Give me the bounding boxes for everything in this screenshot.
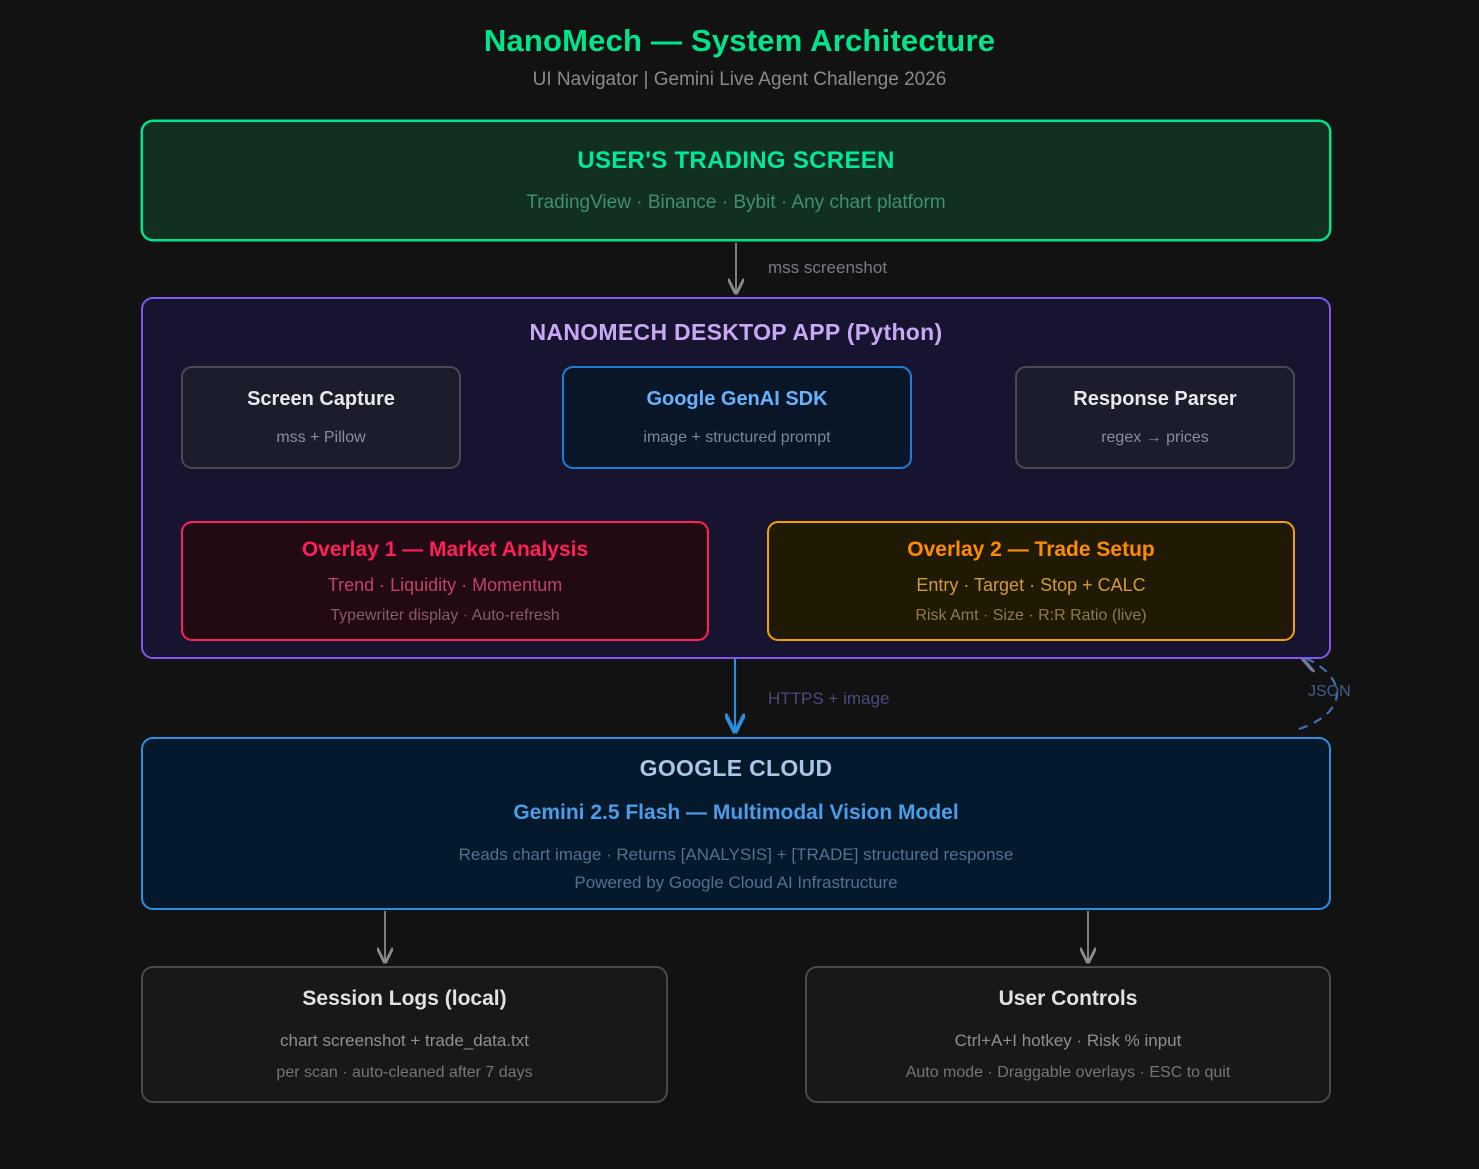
node-users-trading-screen[interactable]: USER'S TRADING SCREEN TradingView · Bina… [141,120,1331,241]
node-title: Screen Capture [247,388,395,410]
node-subtitle: Trend · Liquidity · Momentum [327,574,563,595]
node-subtitle: chart screenshot + trade_data.txt [279,1031,529,1050]
node-title: NANOMECH DESKTOP APP (Python) [529,319,943,345]
node-detail: per scan · auto-cleaned after 7 days [276,1064,533,1081]
node-subtitle: Ctrl+A+I hotkey · Risk % input [954,1031,1182,1050]
node-subtitle: Gemini 2.5 Flash — Multimodal Vision Mod… [513,800,959,824]
node-screen-capture[interactable]: Screen Capture mss + Pillow [181,366,461,469]
node-title: Session Logs (local) [302,987,507,1010]
node-detail: Risk Amt · Size · R:R Ratio (live) [915,606,1147,624]
edge-label-json: JSON [1308,683,1351,700]
node-detail: Auto mode · Draggable overlays · ESC to … [905,1064,1231,1081]
node-user-controls[interactable]: User Controls Ctrl+A+I hotkey · Risk % i… [805,966,1331,1103]
node-google-genai-sdk[interactable]: Google GenAI SDK image + structured prom… [562,366,912,469]
node-session-logs[interactable]: Session Logs (local) chart screenshot + … [141,966,668,1103]
page-subtitle: UI Navigator | Gemini Live Agent Challen… [532,69,947,91]
node-subtitle: regex → prices [1101,429,1209,446]
edge-label-mss-screenshot: mss screenshot [768,258,888,277]
node-nanomech-desktop-app[interactable]: NANOMECH DESKTOP APP (Python) Screen Cap… [141,297,1331,659]
node-title: User Controls [998,987,1138,1010]
node-title: Google GenAI SDK [646,388,828,410]
node-subtitle: TradingView · Binance · Bybit · Any char… [526,192,946,213]
edge-label-https-image: HTTPS + image [768,689,890,708]
node-detail: Reads chart image · Returns [ANALYSIS] +… [458,844,1014,864]
node-subtitle: Entry · Target · Stop + CALC [916,574,1146,595]
node-google-cloud[interactable]: GOOGLE CLOUD Gemini 2.5 Flash — Multimod… [141,737,1331,910]
node-subtitle: mss + Pillow [276,429,366,446]
node-subtitle: image + structured prompt [643,429,831,446]
node-title: Response Parser [1073,388,1237,410]
diagram-header: NanoMech — System Architecture UI Naviga… [0,22,1479,92]
page-title: NanoMech — System Architecture [483,23,996,58]
node-detail: Typewriter display · Auto-refresh [330,606,560,624]
node-response-parser[interactable]: Response Parser regex → prices [1015,366,1295,469]
node-title: Overlay 1 — Market Analysis [301,537,589,561]
node-title: Overlay 2 — Trade Setup [907,537,1155,561]
node-overlay-2-trade-setup[interactable]: Overlay 2 — Trade Setup Entry · Target ·… [767,521,1295,641]
node-title: GOOGLE CLOUD [639,754,833,781]
node-detail-secondary: Powered by Google Cloud AI Infrastructur… [574,872,898,892]
node-overlay-1-market-analysis[interactable]: Overlay 1 — Market Analysis Trend · Liqu… [181,521,709,641]
node-title: USER'S TRADING SCREEN [577,147,895,174]
